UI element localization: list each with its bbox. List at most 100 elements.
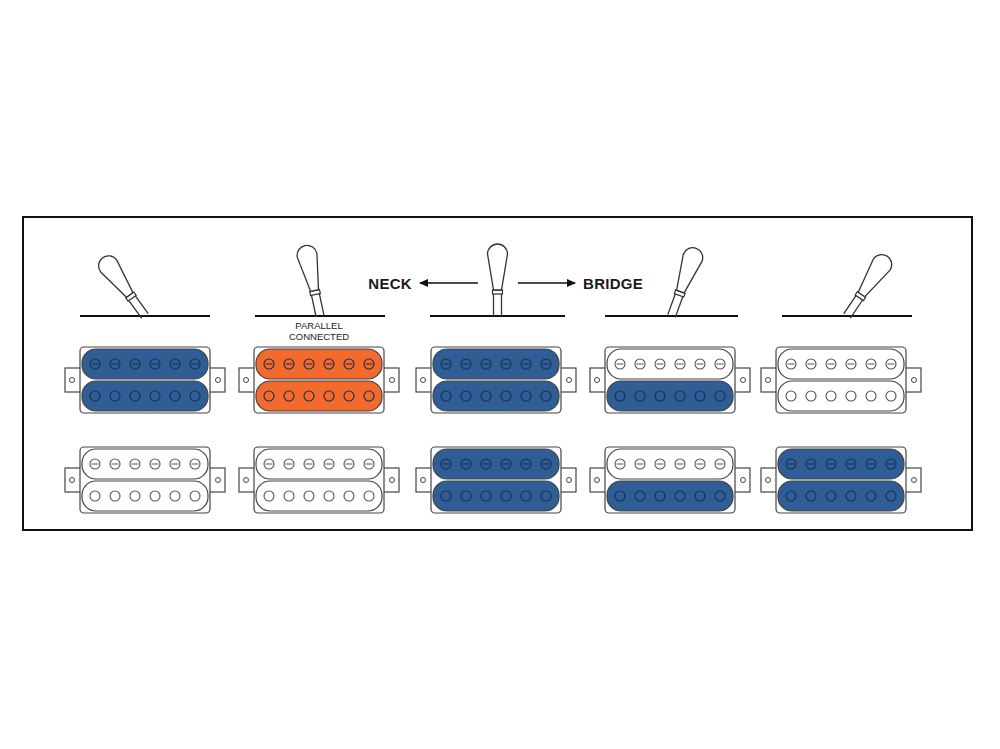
pole-piece [190,459,200,469]
pole-piece [481,459,491,469]
pole-piece [441,459,451,469]
pole-piece [461,459,471,469]
pole-piece [461,391,471,401]
pole-piece [304,391,314,401]
pole-piece [501,459,511,469]
pickup-coil [256,449,382,479]
pickup-coil [778,449,904,479]
pickup-coil [256,381,382,411]
humbucker-pickup [416,347,576,413]
pole-piece [655,459,665,469]
pole-piece [806,491,816,501]
pole-piece [324,391,334,401]
pole-piece [344,491,354,501]
pickup-coil [778,481,904,511]
pole-piece [715,491,725,501]
pole-piece [501,359,511,369]
pole-piece [695,359,705,369]
pickup-coil [778,381,904,411]
pole-piece [675,491,685,501]
pole-piece [635,459,645,469]
pole-piece [635,491,645,501]
pole-piece [521,359,531,369]
pole-piece [655,391,665,401]
pickup-coil [607,381,733,411]
pole-piece [675,391,685,401]
pole-piece [541,459,551,469]
pole-piece [441,391,451,401]
pole-piece [866,391,876,401]
pole-piece [324,459,334,469]
pickup-coil [82,481,208,511]
pole-piece [170,491,180,501]
pole-piece [90,459,100,469]
humbucker-pickup [590,347,750,413]
pole-piece [304,459,314,469]
pole-piece [90,391,100,401]
switch-base [605,315,738,317]
pickup-coil [433,381,559,411]
switch-base [80,315,210,317]
humbucker-pickup [239,347,399,413]
pickup-coil [256,349,382,379]
pole-piece [90,491,100,501]
pole-piece [150,391,160,401]
pole-piece [284,491,294,501]
pickup-coil [607,449,733,479]
pole-piece [264,359,274,369]
pole-piece [264,459,274,469]
pole-piece [541,359,551,369]
pole-piece [364,491,374,501]
pole-piece [150,491,160,501]
pickup-coil [778,349,904,379]
humbucker-pickup [65,347,225,413]
pole-piece [886,459,896,469]
pole-piece [170,391,180,401]
pole-piece [284,359,294,369]
pole-piece [481,359,491,369]
toggle-lever [488,244,508,316]
pole-piece [441,359,451,369]
pickup-coil [433,481,559,511]
pickup-coil [82,349,208,379]
pole-piece [695,491,705,501]
pole-piece [615,459,625,469]
pole-piece [715,359,725,369]
pole-piece [635,359,645,369]
pole-piece [715,391,725,401]
pole-piece [501,391,511,401]
pickup-coil [82,381,208,411]
mode-label: PARALLEL CONNECTED [277,320,361,342]
pole-piece [846,491,856,501]
pole-piece [866,359,876,369]
toggle-lever [662,245,705,319]
pole-piece [344,459,354,469]
direction-label: BRIDGE [583,275,643,292]
pole-piece [886,391,896,401]
pole-piece [541,391,551,401]
pole-piece [615,391,625,401]
pole-piece [110,491,120,501]
pole-piece [344,391,354,401]
pole-piece [866,459,876,469]
humbucker-pickup [65,447,225,513]
switch-base [255,315,385,317]
pole-piece [190,391,200,401]
pole-piece [886,491,896,501]
toggle-lever [295,243,330,318]
pole-piece [364,391,374,401]
pole-piece [461,491,471,501]
pole-piece [846,391,856,401]
pole-piece [90,359,100,369]
pole-piece [846,459,856,469]
pole-piece [806,459,816,469]
pole-piece [170,359,180,369]
pole-piece [110,359,120,369]
pole-piece [190,491,200,501]
toggle-lever [95,252,154,322]
pickup-coil [82,449,208,479]
humbucker-pickup [761,347,921,413]
pole-piece [866,491,876,501]
pole-piece [675,459,685,469]
pole-piece [846,359,856,369]
